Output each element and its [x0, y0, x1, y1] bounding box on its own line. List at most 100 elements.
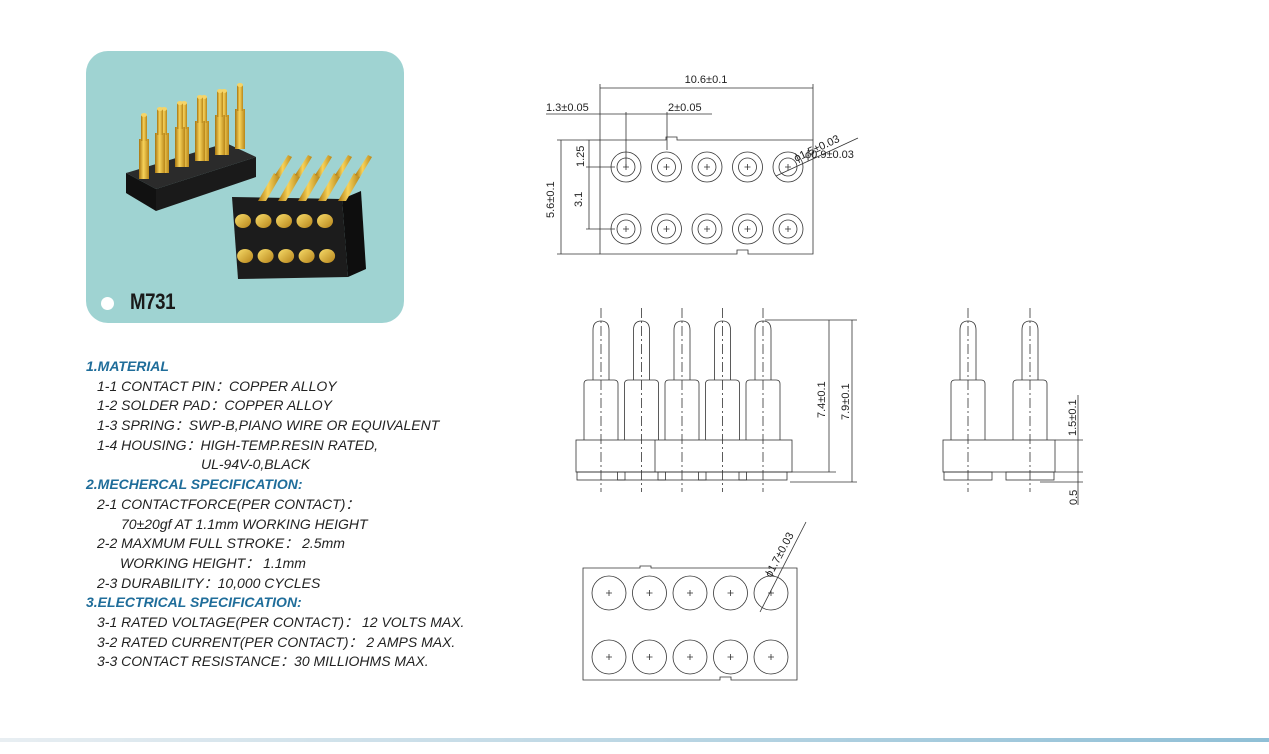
pin-group-top [139, 83, 245, 179]
gold-pin [338, 173, 360, 201]
pad-outline [691, 213, 723, 245]
pad-outline [713, 639, 748, 675]
gold-plunger [161, 109, 167, 135]
material-item: 1-2 SOLDER PAD：COPPER ALLOY [97, 397, 332, 414]
gold-plunger [237, 85, 243, 111]
electrical-heading: 3.ELECTRICAL SPECIFICATION: [86, 594, 302, 611]
dim-bottom-pad-diameter: ϕ1.7±0.03 [763, 531, 797, 580]
pad-outline [651, 151, 682, 183]
mechanical-item: 2-1 CONTACTFORCE(PER CONTACT)： [97, 495, 360, 512]
material-item: 1-3 SPRING：SWP-B,PIANO WIRE OR EQUIVALEN… [97, 417, 440, 434]
center-mark [663, 164, 670, 170]
material-heading: 1.MATERIAL [86, 358, 169, 374]
pad-outline [591, 575, 627, 611]
gold-plunger [181, 103, 187, 129]
gold-plunger [295, 155, 312, 177]
mechanical-item: 2-2 MAXMUM FULL STROKE： 2.5mm [97, 535, 345, 552]
gold-plunger [217, 91, 223, 117]
dim-overall-width: 10.6±0.1 [685, 74, 728, 86]
pad-outline [672, 639, 708, 675]
pad-outline [632, 639, 667, 675]
specifications: 1.MATERIAL 1-1 CONTACT PIN：COPPER ALLOY … [86, 357, 486, 672]
hole-outline [738, 157, 757, 177]
gold-pin [298, 173, 320, 201]
gold-plunger [141, 115, 147, 141]
pad-outline [732, 151, 763, 183]
gold-pad [319, 249, 336, 263]
gold-pin [318, 173, 340, 201]
material-item: 1-1 CONTACT PIN：COPPER ALLOY [97, 377, 337, 394]
mechanical-item-detail: 70±20gf AT 1.1mm WORKING HEIGHT [121, 515, 368, 532]
top-view [546, 84, 859, 255]
hole-outline [778, 219, 798, 239]
gold-pad [235, 214, 251, 228]
pad-outline [632, 575, 667, 611]
gold-tip [237, 83, 243, 87]
pad-outline [672, 575, 708, 611]
dim-housing-height: 1.5±0.1 [1067, 399, 1079, 436]
gold-pin [278, 173, 300, 201]
pad-outline [691, 151, 723, 183]
pad-outline [772, 213, 804, 245]
electrical-item: 3-1 RATED VOLTAGE(PER CONTACT)： 12 VOLTS… [97, 613, 465, 630]
gold-pad [317, 214, 333, 228]
dim-hole-diameter: ϕ0.9±0.03 [805, 149, 854, 161]
pad-outline [753, 575, 789, 611]
pad-outline [651, 213, 682, 245]
center-mark [687, 590, 693, 596]
center-mark [646, 590, 653, 596]
hole-outline [778, 157, 798, 177]
mechanical-item-detail: WORKING HEIGHT： 1.1mm [120, 554, 306, 571]
electrical-item: 3-3 CONTACT RESISTANCE：30 MILLIOHMS MAX. [97, 653, 429, 670]
dim-pitch: 2±0.05 [668, 102, 702, 114]
bottom-view [582, 521, 807, 681]
gold-plunger [157, 109, 163, 135]
center-mark [623, 226, 629, 232]
pad-outline [591, 639, 627, 675]
dim-overall-height: 5.6±0.1 [545, 181, 557, 218]
gold-plunger [355, 155, 372, 177]
gold-plunger [315, 155, 332, 177]
model-bullet [101, 297, 114, 310]
front-view [575, 308, 857, 492]
center-mark [744, 164, 751, 170]
center-mark [785, 164, 791, 170]
hole-outline [616, 219, 636, 239]
dim-top-offset: 1.25 [575, 146, 587, 167]
pad-outline [713, 575, 748, 611]
center-mark [606, 590, 612, 596]
product-photo [126, 83, 372, 279]
gold-pad [298, 249, 315, 263]
gold-tip [141, 113, 147, 117]
hole-outline [697, 219, 717, 239]
center-mark [663, 226, 670, 232]
gold-pin [139, 139, 149, 179]
dim-pin-height-total: 7.9±0.1 [840, 383, 852, 420]
gold-pad [296, 214, 313, 228]
dim-tail-length: 0.5 [1068, 490, 1080, 505]
gold-pad [278, 249, 295, 263]
gold-pin [175, 127, 185, 167]
gold-pin [258, 173, 280, 201]
center-mark [785, 226, 791, 232]
gold-plunger [201, 97, 207, 123]
center-mark [606, 654, 612, 660]
gold-plunger [197, 97, 203, 123]
mechanical-item: 2-3 DURABILITY：10,000 CYCLES [97, 574, 321, 591]
center-mark [768, 654, 774, 660]
hole-outline [738, 219, 757, 239]
gold-pin [215, 115, 225, 155]
center-mark [646, 654, 653, 660]
center-mark [727, 590, 734, 596]
center-mark [704, 226, 710, 232]
model-label: M731 [130, 289, 176, 314]
hole-outline [697, 157, 717, 177]
pad-outline [753, 639, 789, 675]
gold-plunger [275, 155, 292, 177]
electrical-item: 3-2 RATED CURRENT(PER CONTACT)： 2 AMPS M… [97, 633, 456, 650]
pad-outline [772, 151, 804, 183]
gold-pad [237, 249, 254, 263]
center-mark [687, 654, 693, 660]
gold-pin [235, 109, 245, 149]
